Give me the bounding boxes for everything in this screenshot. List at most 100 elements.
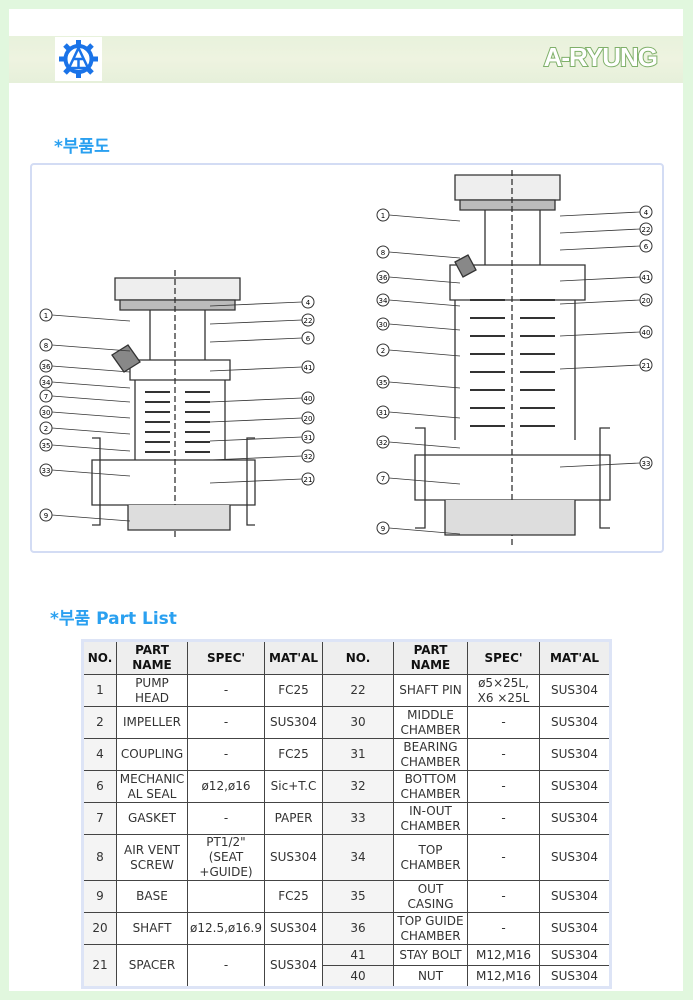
callout-number: 21 — [642, 362, 651, 370]
diagram-section-title: *부품도 — [54, 137, 110, 157]
callout-circle — [639, 456, 653, 470]
callout-leader-line — [209, 319, 303, 325]
part-spec: - — [187, 738, 265, 771]
callout-circle — [376, 245, 390, 259]
callout-leader-line — [51, 381, 131, 389]
part-no: 35 — [322, 880, 394, 913]
header-material: MAT'AL — [264, 640, 323, 675]
callout-leader-line — [388, 349, 461, 357]
callout-leader-line — [559, 364, 641, 370]
callout-number: 32 — [304, 453, 313, 461]
part-material: SUS304 — [539, 912, 611, 945]
part-name: BOTTOM CHAMBER — [393, 770, 468, 803]
header-part-name: PART NAME — [116, 640, 188, 675]
callout-circle — [301, 449, 315, 463]
header-no: NO. — [322, 640, 394, 675]
part-name: SHAFT — [116, 912, 188, 945]
callout-number: 6 — [644, 243, 649, 251]
callout-number: 20 — [304, 415, 313, 423]
part-material: SUS304 — [539, 965, 611, 988]
callout-circle — [639, 358, 653, 372]
callout-leader-line — [51, 365, 131, 373]
part-material: FC25 — [264, 880, 323, 913]
part-no: 2 — [82, 706, 117, 739]
callout-circle — [39, 359, 53, 373]
callout-circle — [376, 317, 390, 331]
left-pump-drawing — [91, 270, 256, 540]
part-spec: - — [467, 770, 540, 803]
callout-circle — [39, 421, 53, 435]
part-no: 20 — [82, 912, 117, 945]
callout-leader-line — [209, 455, 303, 461]
table-header-row: NO. PART NAME SPEC' MAT'AL NO. PART NAME… — [82, 640, 611, 675]
callout-number: 9 — [44, 512, 48, 520]
callout-circle — [376, 375, 390, 389]
part-no: 36 — [322, 912, 394, 945]
part-material: SUS304 — [264, 944, 323, 988]
callout-circle — [39, 438, 53, 452]
callout-leader-line — [388, 276, 461, 284]
callout-leader-line — [388, 411, 461, 419]
part-no: 21 — [82, 944, 117, 988]
callout-number: 7 — [381, 475, 385, 483]
callout-number: 2 — [381, 347, 385, 355]
part-spec: - — [467, 706, 540, 739]
part-name: GASKET — [116, 802, 188, 835]
part-spec: M12,M16 — [467, 944, 540, 966]
callout-number: 31 — [304, 434, 313, 442]
callout-leader-line — [209, 478, 303, 484]
callout-leader-line — [51, 411, 131, 419]
part-spec: - — [187, 944, 265, 988]
callout-leader-line — [559, 276, 641, 282]
callout-leader-line — [559, 299, 641, 305]
header-no: NO. — [82, 640, 117, 675]
part-name: BASE — [116, 880, 188, 913]
part-no: 4 — [82, 738, 117, 771]
part-material: Sic+T.C — [264, 770, 323, 803]
part-name: IN-OUT CHAMBER — [393, 802, 468, 835]
part-name: AIR VENT SCREW — [116, 834, 188, 881]
part-material: SUS304 — [539, 706, 611, 739]
callout-leader-line — [51, 514, 131, 522]
callout-leader-line — [388, 477, 461, 485]
right-pump-drawing — [414, 170, 611, 545]
callout-circle — [39, 375, 53, 389]
callout-circle — [376, 293, 390, 307]
callout-number: 21 — [304, 476, 313, 484]
callout-circle — [301, 331, 315, 345]
callout-number: 35 — [42, 442, 51, 450]
part-name: STAY BOLT — [393, 944, 468, 966]
callout-leader-line — [559, 245, 641, 251]
company-logo[interactable] — [55, 37, 102, 81]
callout-number: 30 — [379, 321, 388, 329]
callout-circle — [639, 205, 653, 219]
part-no: 31 — [322, 738, 394, 771]
callout-leader-line — [51, 344, 131, 352]
callout-number: 41 — [304, 364, 313, 372]
callout-leader-line — [559, 462, 641, 468]
part-material: SUS304 — [264, 706, 323, 739]
part-material: SUS304 — [539, 802, 611, 835]
part-no: 32 — [322, 770, 394, 803]
part-no: 30 — [322, 706, 394, 739]
callout-circle — [39, 338, 53, 352]
callout-circle — [39, 463, 53, 477]
part-no: 6 — [82, 770, 117, 803]
callout-leader-line — [388, 251, 461, 259]
header-spec: SPEC' — [187, 640, 265, 675]
callout-leader-line — [51, 314, 131, 322]
callout-leader-line — [51, 395, 131, 403]
gear-logo-icon — [59, 40, 98, 78]
callout-number: 33 — [642, 460, 651, 468]
part-name: SHAFT PIN — [393, 674, 468, 707]
part-material: FC25 — [264, 674, 323, 707]
part-material: PAPER — [264, 802, 323, 835]
callout-number: 6 — [306, 335, 311, 343]
